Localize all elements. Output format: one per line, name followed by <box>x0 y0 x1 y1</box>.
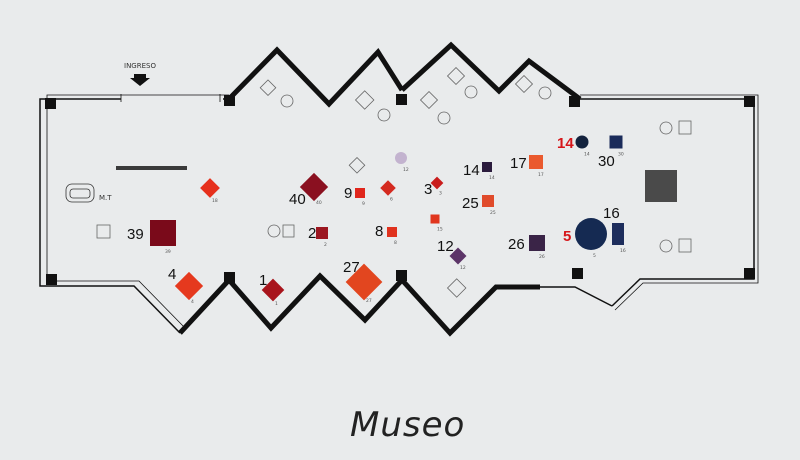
artwork-sublabel: 27 <box>366 298 372 304</box>
artwork-sublabel: 15 <box>437 227 443 233</box>
artwork-sublabel: 39 <box>165 249 171 255</box>
artwork-number-label: 3 <box>424 181 432 198</box>
artwork-number-label: 4 <box>168 266 176 283</box>
entrance-label: INGRESO <box>124 62 156 70</box>
furniture-label: M.T <box>99 194 112 202</box>
artwork-number-label: 25 <box>462 195 479 212</box>
artwork-number-label: 8 <box>375 223 383 240</box>
artwork-sublabel: 14 <box>584 152 590 158</box>
sofa-icon <box>65 183 95 203</box>
artwork-sublabel: 26 <box>539 254 545 260</box>
artwork-marker-26 <box>529 235 545 251</box>
artwork-sublabel: 17 <box>538 172 544 178</box>
artwork-number-label: 17 <box>510 155 527 172</box>
artwork-sublabel: 18 <box>212 198 218 204</box>
decor-shapes <box>96 66 692 298</box>
artwork-sublabel: 14 <box>489 175 495 181</box>
artwork-number-label: 1 <box>259 272 267 289</box>
artwork-marker-9 <box>355 188 365 198</box>
entrance: INGRESO <box>120 62 223 102</box>
artwork-number-label: 30 <box>598 153 615 170</box>
artwork-marker-17 <box>529 155 543 169</box>
artwork-sublabel: 12 <box>403 167 409 173</box>
artwork-sublabel: 3 <box>439 191 442 197</box>
artwork-number-label: 2 <box>308 225 316 242</box>
bench <box>116 166 187 170</box>
artwork-number-label: 5 <box>563 228 571 245</box>
artwork-marker-15 <box>430 214 440 224</box>
display-case <box>645 170 677 202</box>
artwork-marker-1 <box>261 278 285 302</box>
artwork-marker-6 <box>380 180 396 196</box>
artwork-marker-25 <box>482 195 494 207</box>
artwork-sublabel: 9 <box>362 201 365 207</box>
artwork-number-label: 12 <box>437 238 454 255</box>
artwork-sublabel: 12 <box>460 265 466 271</box>
artwork-number-label: 40 <box>289 191 306 208</box>
artwork-number-label: 39 <box>127 226 144 243</box>
artwork-number-label: 14 <box>557 135 574 152</box>
artwork-number-label: 9 <box>344 185 352 202</box>
artwork-number-label: 27 <box>343 259 360 276</box>
artwork-marker-8 <box>387 227 397 237</box>
artwork-marker-14 <box>482 162 492 172</box>
artwork-marker-18 <box>200 178 220 198</box>
artwork-marker-30 <box>609 135 623 149</box>
artwork-marker-4 <box>174 271 204 301</box>
walls <box>39 41 759 337</box>
artwork-sublabel: 2 <box>324 242 327 248</box>
artwork-number-label: 26 <box>508 236 525 253</box>
artwork-sublabel: 16 <box>620 248 626 254</box>
artwork-sublabel: 1 <box>275 301 278 307</box>
artwork-sublabel: 5 <box>593 253 596 259</box>
artwork-marker-2 <box>316 227 328 239</box>
artwork-sublabel: 40 <box>316 200 322 206</box>
artwork-marker-5 <box>575 218 607 250</box>
artwork-marker-39 <box>150 220 176 246</box>
artwork-marker-14 <box>575 135 589 149</box>
artwork-marker-12 <box>449 247 467 265</box>
entrance-arrow-icon <box>130 74 150 86</box>
artwork-sublabel: 25 <box>490 210 496 216</box>
artwork-marker-12b <box>395 152 407 164</box>
artwork-sublabel: 8 <box>394 240 397 246</box>
artwork-number-label: 14 <box>463 162 480 179</box>
artwork-sublabel: 30 <box>618 152 624 158</box>
artwork-marker-3 <box>430 176 444 190</box>
artwork-sublabel: 4 <box>191 299 194 305</box>
pillars <box>45 94 755 285</box>
artwork-sublabel: 6 <box>390 197 393 203</box>
artwork-marker-16 <box>612 223 624 245</box>
artwork-marker-27 <box>345 263 383 301</box>
artwork-number-label: 16 <box>603 205 620 222</box>
map-title: Museo <box>350 405 465 445</box>
